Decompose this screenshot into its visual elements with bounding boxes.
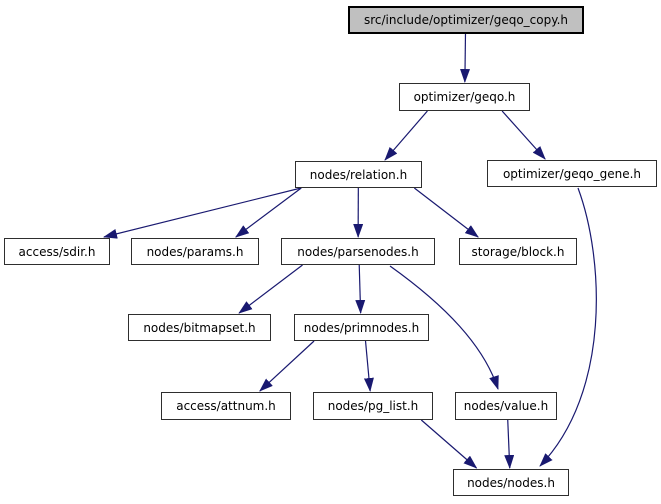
graph-node-label: nodes/nodes.h	[467, 475, 555, 490]
graph-node-geqo_copy: src/include/optimizer/geqo_copy.h	[348, 6, 584, 34]
graph-node-label: optimizer/geqo.h	[413, 90, 516, 104]
edge-relation-to-params	[235, 187, 302, 238]
graph-node-label: nodes/params.h	[146, 244, 244, 259]
graph-node-label: nodes/value.h	[463, 399, 549, 413]
graph-node-label: storage/block.h	[471, 244, 565, 259]
graph-node-label: nodes/primnodes.h	[303, 320, 420, 335]
graph-node-pg_list[interactable]: nodes/pg_list.h	[313, 392, 433, 420]
edge-parsenodes-to-primnodes	[355, 264, 366, 314]
edge-parsenodes-to-bitmapset	[238, 264, 303, 314]
graph-node-params[interactable]: nodes/params.h	[131, 238, 259, 265]
graph-node-primnodes[interactable]: nodes/primnodes.h	[294, 314, 429, 341]
graph-node-geqo[interactable]: optimizer/geqo.h	[399, 83, 530, 111]
graph-node-value[interactable]: nodes/value.h	[455, 392, 557, 420]
edge-pg_list-to-nodes	[420, 419, 478, 469]
edge-relation-to-sdir	[103, 187, 302, 239]
graph-node-label: nodes/pg_list.h	[327, 399, 419, 413]
edge-parsenodes-to-value	[389, 265, 499, 390]
graph-node-bitmapset[interactable]: nodes/bitmapset.h	[128, 314, 271, 341]
graph-node-label: nodes/parsenodes.h	[297, 244, 419, 259]
edge-geqo_gene-to-nodes	[539, 187, 597, 467]
edge-primnodes-to-attnum	[259, 340, 315, 392]
graph-node-label: nodes/bitmapset.h	[143, 320, 256, 335]
graph-node-label: access/attnum.h	[176, 399, 276, 413]
graph-node-parsenodes[interactable]: nodes/parsenodes.h	[281, 238, 435, 265]
graph-node-label: src/include/optimizer/geqo_copy.h	[363, 13, 569, 27]
edge-value-to-nodes	[504, 419, 515, 469]
graph-node-label: nodes/relation.h	[309, 167, 408, 182]
graph-node-label: access/sdir.h	[18, 244, 96, 259]
edge-relation-to-block	[413, 187, 479, 238]
graph-node-sdir[interactable]: access/sdir.h	[4, 238, 110, 265]
graph-node-nodes[interactable]: nodes/nodes.h	[453, 469, 569, 496]
graph-node-block[interactable]: storage/block.h	[459, 238, 577, 265]
graph-node-attnum[interactable]: access/attnum.h	[161, 392, 291, 420]
graph-node-geqo_gene[interactable]: optimizer/geqo_gene.h	[487, 160, 657, 187]
edge-geqo_copy-to-geqo	[460, 33, 471, 83]
edge-geqo-to-geqo_gene	[501, 110, 546, 160]
graph-node-label: optimizer/geqo_gene.h	[502, 166, 642, 181]
edge-primnodes-to-pg_list	[363, 340, 374, 392]
edge-geqo-to-relation	[384, 110, 428, 161]
graph-node-relation[interactable]: nodes/relation.h	[295, 161, 422, 188]
